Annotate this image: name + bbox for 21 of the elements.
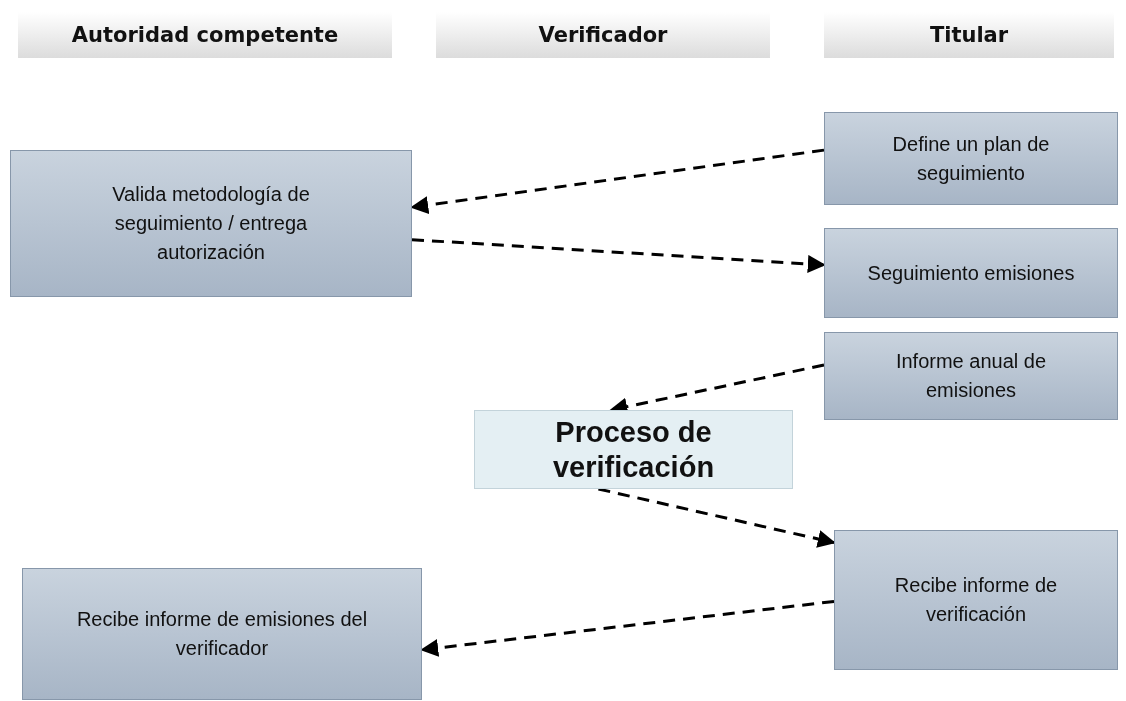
process-box [474, 410, 793, 489]
box-label: Informe anual de emisiones [894, 349, 1048, 403]
dashed-arrow [411, 238, 826, 273]
process-box [824, 228, 1118, 318]
box-label: Proceso de verificación [551, 414, 716, 485]
process-box [834, 530, 1118, 670]
process-box [10, 150, 412, 297]
dashed-arrow [410, 148, 825, 214]
process-box [824, 332, 1118, 420]
box-label: Define un plan de seguimiento [891, 131, 1051, 186]
box-label: Recibe informe de emisiones del verificador [75, 607, 369, 661]
box-label: Valida metodología de seguimiento / entrega autorización [111, 182, 311, 265]
process-box [824, 112, 1118, 205]
header-label: Titular [929, 23, 1009, 47]
header-label: Autoridad competente [71, 23, 339, 47]
box-label: Recibe informe de verificación [893, 573, 1059, 627]
dashed-arrow [420, 599, 835, 657]
header-label: Verificador [538, 23, 668, 47]
process-box [22, 568, 422, 700]
box-label: Seguimiento emisiones [867, 260, 1075, 286]
dashed-arrow [598, 487, 836, 548]
